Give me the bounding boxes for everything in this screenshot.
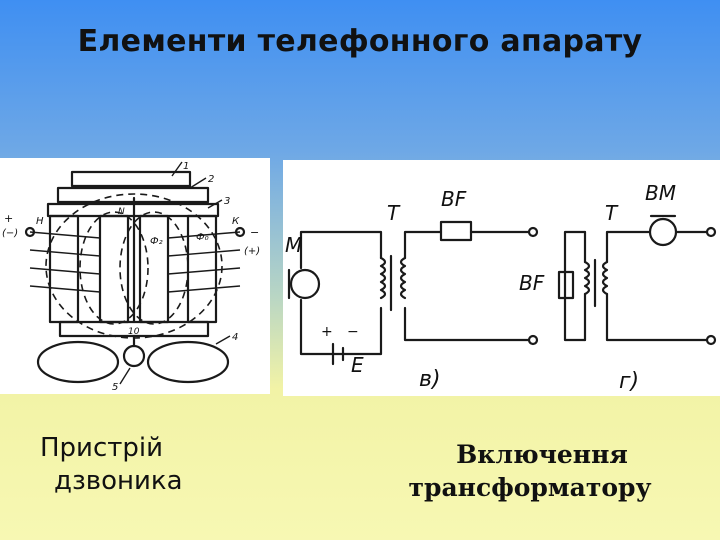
sign-left-bottom: (−): [2, 228, 18, 239]
bell-core-left: [48, 214, 80, 324]
sign-right-bottom: (+): [244, 246, 260, 257]
earpiece-b-label: BF: [441, 187, 467, 211]
microphone-g: [648, 217, 678, 247]
callout-2: 2: [208, 174, 214, 185]
flux-loop-left: [79, 211, 149, 325]
transformer-b-primary: [379, 256, 387, 300]
slide-title: Елементи телефонного апарату: [77, 24, 643, 59]
transformer-diagram-svg: M T BF + − E в) T BF BM г): [285, 181, 717, 394]
battery-plus-label: +: [321, 324, 333, 340]
bottom-label: 10: [128, 327, 140, 337]
bell-cup-right: [146, 340, 230, 384]
right-caption: Включення трансформатору: [380, 438, 680, 504]
terminal-b-bottom: [527, 334, 539, 346]
terminal-b-top: [527, 226, 539, 238]
microphone-b: [289, 268, 321, 300]
circuit-g-label: г): [619, 369, 639, 394]
right-caption-line2: трансформатору: [408, 473, 652, 502]
right-caption-line1: Включення: [456, 440, 628, 469]
bell-top-plate: [70, 170, 192, 188]
battery-minus-label: −: [347, 324, 359, 340]
pole-label: N: [118, 207, 125, 217]
earpiece-b: [439, 220, 473, 242]
bell-diagram-svg: 1 2 3 4 5 Н К + (−) − (+) Ф₂ Ф₀ N 10: [2, 161, 260, 393]
terminal-left: [24, 226, 36, 238]
circuit-b-secondary-bottom: [403, 306, 531, 342]
transformer-g-label: T: [605, 201, 619, 225]
sign-left-top: +: [4, 212, 13, 225]
transformer-g-secondary: [601, 260, 609, 296]
circuit-b-label: в): [419, 367, 441, 392]
microphone-b-label: M: [285, 233, 302, 257]
terminal-g-top: [705, 226, 717, 238]
circuit-g-secondary-top: [605, 230, 651, 264]
circuit-g-primary-loop: [563, 230, 587, 342]
bell-coil-left: [98, 214, 130, 324]
terminal-right: [234, 226, 246, 238]
left-caption: Пристрій дзвоника: [40, 432, 250, 499]
bell-coil-right: [138, 214, 170, 324]
circuit-b-primary-top: [299, 230, 383, 270]
terminal-right-label: К: [232, 216, 240, 227]
circuit-b-primary-bottom: [299, 298, 383, 356]
transformer-diagram: M T BF + − E в) T BF BM г): [283, 160, 720, 396]
callout-5: 5: [112, 382, 118, 393]
flux-loop-right: [119, 211, 189, 325]
transformer-b-secondary: [399, 256, 407, 300]
callout-leaders: [119, 161, 231, 385]
sign-right-top: −: [250, 226, 259, 239]
bell-winding-right: [167, 231, 241, 293]
callout-1: 1: [183, 161, 189, 172]
flux-2-label: Ф₀: [196, 232, 209, 243]
bell-winding-left: [29, 231, 101, 293]
left-caption-line2: дзвоника: [54, 466, 183, 497]
callout-4: 4: [232, 332, 238, 343]
callout-3: 3: [224, 196, 230, 207]
terminal-left-label: Н: [36, 216, 44, 227]
bell-cup-left: [36, 340, 120, 384]
battery-label: E: [351, 353, 364, 377]
earpiece-g: [557, 270, 575, 300]
transformer-b-label: T: [387, 201, 401, 225]
left-caption-line1: Пристрій: [40, 433, 164, 463]
transformer-g-primary: [583, 260, 591, 296]
terminal-g-bottom: [705, 334, 717, 346]
circuit-b-secondary-top: [403, 230, 443, 260]
bell-diagram: 1 2 3 4 5 Н К + (−) − (+) Ф₂ Ф₀ N 10: [0, 158, 270, 394]
microphone-g-label: BM: [645, 181, 676, 205]
bell-hammer: [122, 344, 146, 368]
earpiece-g-label: BF: [519, 271, 545, 295]
flux-1-label: Ф₂: [150, 236, 163, 247]
circuit-g-secondary-bottom: [605, 292, 709, 342]
